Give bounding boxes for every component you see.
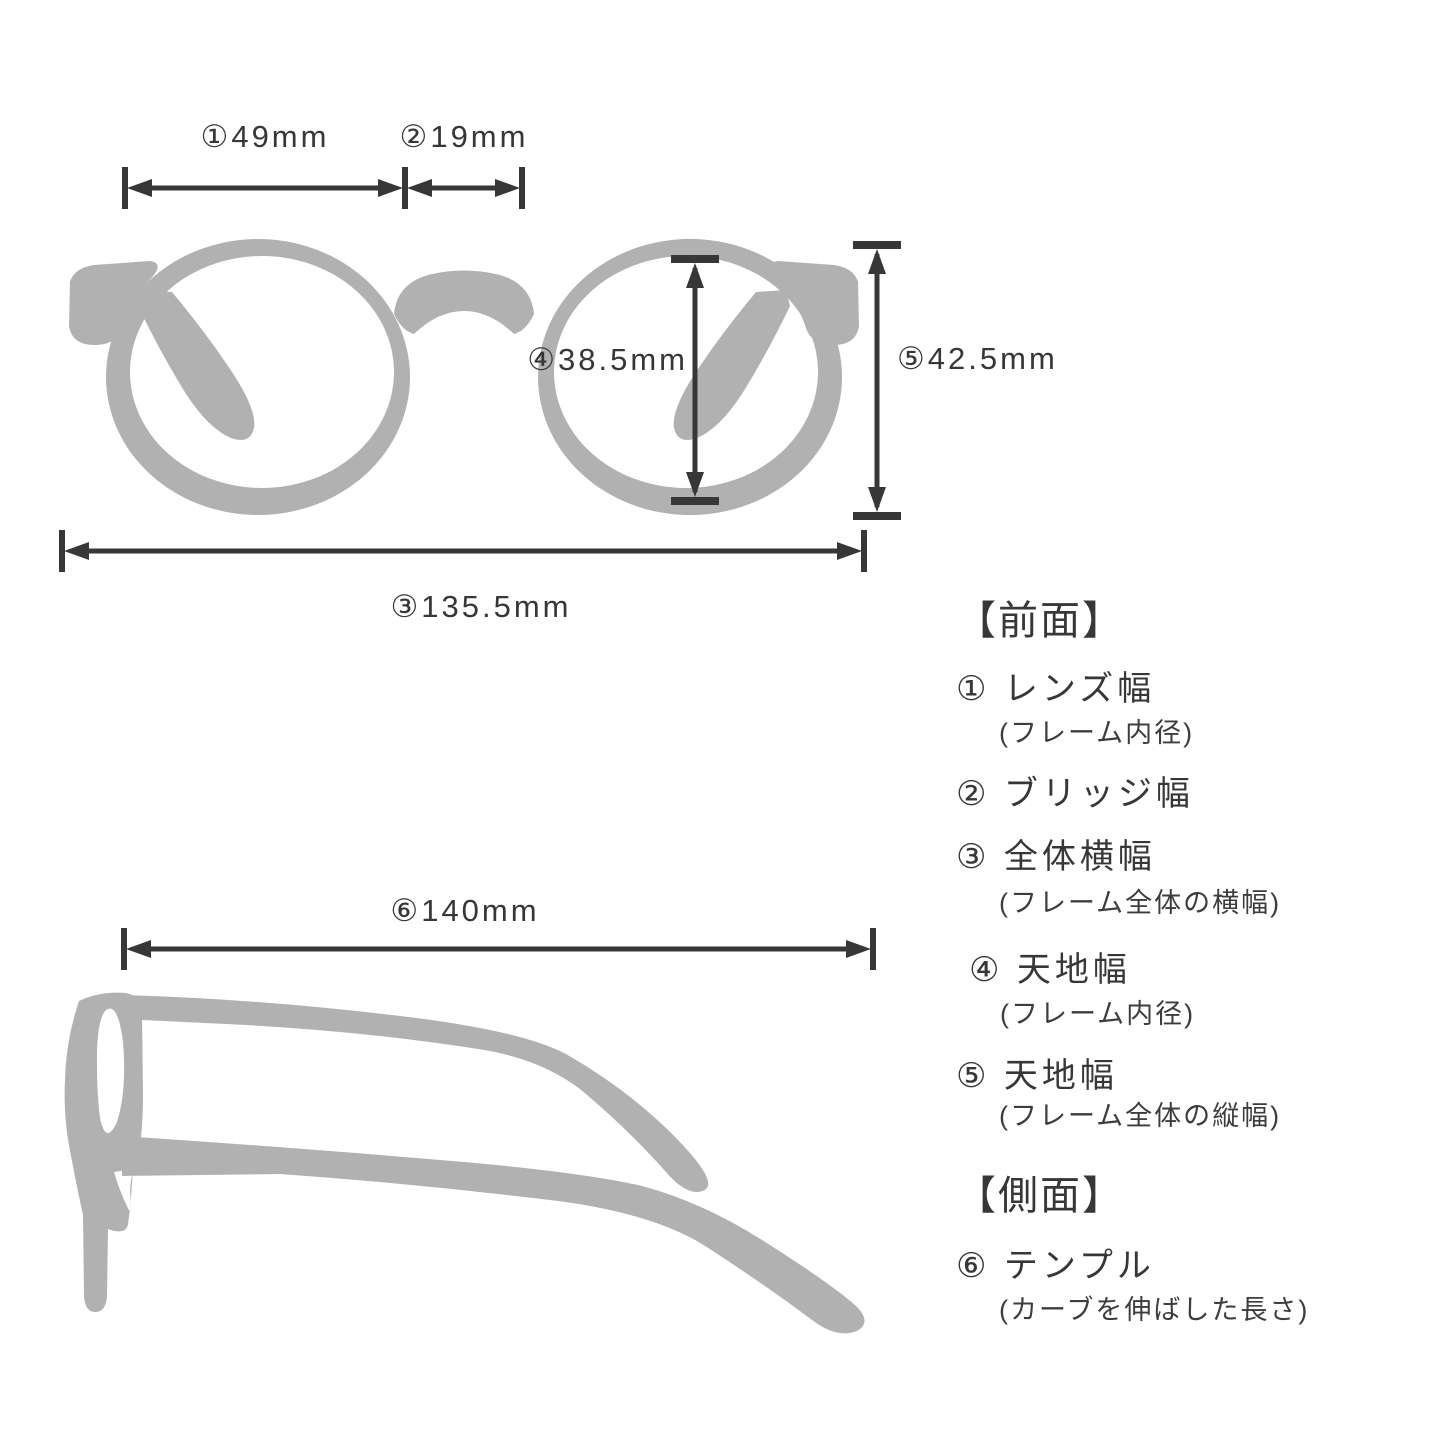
side-view-glasses bbox=[64, 992, 865, 1334]
front-bridge bbox=[394, 270, 534, 334]
dim-total-width bbox=[59, 530, 867, 572]
legend-side-heading: 【側面】 bbox=[956, 1174, 1124, 1218]
legend-item-temple-length-note: (カーブを伸ばした長さ) bbox=[999, 1295, 1310, 1325]
legend-item-frame-height: ⑤ 天地幅 bbox=[956, 1057, 1118, 1095]
front-left-lens bbox=[106, 239, 410, 515]
legend-item-lens-height-note: (フレーム内径) bbox=[1000, 999, 1196, 1029]
side-front-rim bbox=[64, 992, 143, 1312]
front-right-endpiece bbox=[770, 261, 859, 346]
dim-frame-height bbox=[853, 241, 901, 520]
legend-item-total-width: ③ 全体横幅 bbox=[956, 838, 1156, 876]
legend-item-lens-height: ④ 天地幅 bbox=[969, 951, 1131, 989]
legend-item-lens-width: ① レンズ幅 bbox=[956, 670, 1156, 708]
side-lower-temple bbox=[122, 1136, 865, 1334]
dim-label-lens-width: ①49mm bbox=[200, 119, 330, 154]
front-left-folded-temple bbox=[138, 290, 255, 441]
legend-item-bridge-width: ② ブリッジ幅 bbox=[956, 775, 1194, 813]
dim-lens-height bbox=[671, 255, 719, 505]
dim-label-temple-length: ⑥140mm bbox=[390, 893, 540, 928]
front-left-endpiece bbox=[69, 261, 158, 346]
dim-lens-and-bridge-width bbox=[122, 167, 525, 209]
legend-item-temple-length: ⑥ テンプル bbox=[956, 1247, 1155, 1285]
legend-item-lens-width-note: (フレーム内径) bbox=[999, 718, 1195, 748]
dim-temple-length bbox=[121, 928, 876, 970]
dim-label-frame-height: ⑤42.5mm bbox=[897, 341, 1058, 376]
dimension-lines bbox=[59, 167, 901, 970]
dim-label-lens-height: ④38.5mm bbox=[527, 342, 688, 377]
legend-item-total-width-note: (フレーム全体の横幅) bbox=[999, 888, 1282, 918]
legend-front-heading: 【前面】 bbox=[956, 599, 1124, 643]
legend-item-frame-height-note: (フレーム全体の縦幅) bbox=[999, 1101, 1282, 1131]
dim-label-bridge-width: ②19mm bbox=[399, 119, 529, 154]
front-view-glasses bbox=[69, 238, 859, 516]
front-right-folded-temple bbox=[673, 290, 790, 441]
dim-label-total-width: ③135.5mm bbox=[390, 589, 572, 624]
side-upper-temple bbox=[121, 995, 709, 1192]
